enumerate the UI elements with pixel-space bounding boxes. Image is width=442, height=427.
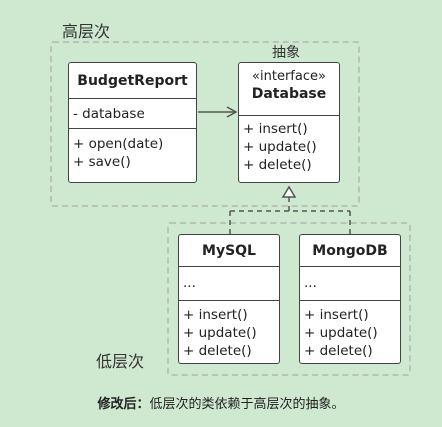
low-level-region bbox=[167, 222, 411, 376]
method-open: + open(date) bbox=[73, 136, 164, 152]
realization-connector bbox=[229, 185, 351, 234]
caption-bold: 修改后： bbox=[97, 397, 150, 412]
interface-name: Database bbox=[251, 86, 327, 102]
method-delete: + delete() bbox=[183, 343, 252, 359]
class-budgetreport: BudgetReport - database + open(date) + s… bbox=[68, 62, 197, 183]
class-name: BudgetReport bbox=[77, 72, 188, 89]
low-level-label: 低层次 bbox=[96, 352, 145, 371]
high-level-region bbox=[50, 41, 360, 207]
class-mysql: MySQL ... + insert() + update() + delete… bbox=[178, 234, 280, 364]
method-insert: + insert() bbox=[304, 307, 369, 323]
method-insert: + insert() bbox=[243, 121, 308, 137]
method-delete: + delete() bbox=[304, 343, 373, 359]
abstraction-label: 抽象 bbox=[272, 45, 300, 61]
class-name: MongoDB bbox=[312, 242, 388, 259]
method-save: + save() bbox=[73, 154, 131, 170]
interface-database: «interface» Database + insert() + update… bbox=[238, 62, 340, 183]
class-mongodb: MongoDB ... + insert() + update() + dele… bbox=[299, 234, 401, 364]
fields-ellipsis: ... bbox=[304, 275, 317, 291]
method-delete: + delete() bbox=[243, 157, 312, 173]
high-level-label: 高层次 bbox=[62, 22, 111, 41]
stereotype: «interface» bbox=[252, 69, 326, 84]
field-database: - database bbox=[73, 106, 145, 122]
caption-text: 低层次的类依赖于高层次的抽象。 bbox=[149, 397, 345, 412]
method-insert: + insert() bbox=[183, 307, 248, 323]
realization-arrowhead bbox=[281, 185, 297, 198]
method-update: + update() bbox=[243, 139, 317, 155]
figure-caption: 修改后：低层次的类依赖于高层次的抽象。 bbox=[0, 393, 442, 412]
method-update: + update() bbox=[304, 325, 378, 341]
fields-ellipsis: ... bbox=[183, 275, 196, 291]
method-update: + update() bbox=[183, 325, 257, 341]
class-name: MySQL bbox=[202, 242, 256, 259]
